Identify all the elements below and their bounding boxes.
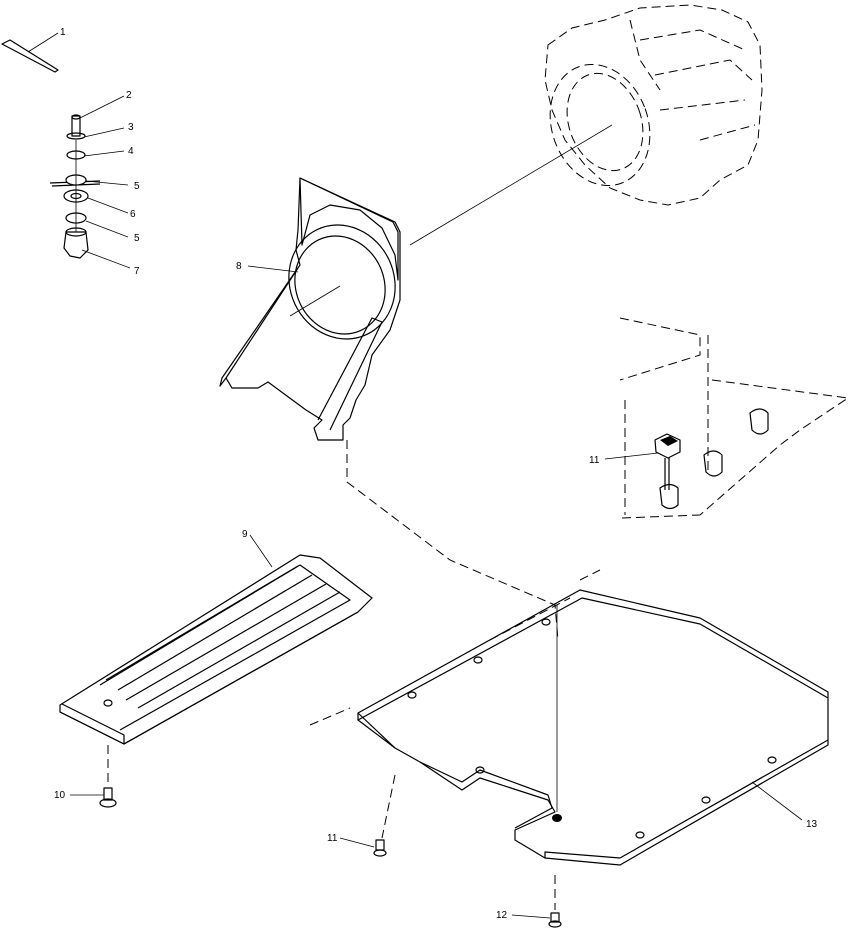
callout-1: 1 [60, 27, 66, 38]
callout-7: 7 [134, 266, 140, 277]
callout-10: 10 [54, 790, 66, 801]
stud [71, 115, 81, 137]
callout-9: 9 [242, 529, 248, 540]
callout-11-second: 11 [327, 833, 338, 844]
screw [373, 774, 396, 857]
washer [66, 132, 86, 140]
callout-12: 12 [496, 910, 508, 921]
bumper [703, 450, 723, 477]
callout-5-second: 5 [134, 233, 140, 244]
engine-housing [544, 4, 763, 206]
screw [548, 875, 562, 928]
hardware-stack [1, 39, 101, 259]
callout-5: 5 [134, 181, 140, 192]
screw [99, 787, 117, 808]
assembly-line [346, 440, 559, 641]
cable-tie [1, 39, 59, 73]
callout-13: 13 [806, 819, 818, 830]
step-plate [59, 554, 373, 745]
callout-numbers: 1 2 3 4 5 6 5 7 8 9 10 11 11 12 13 [54, 27, 818, 921]
callout-2: 2 [126, 90, 132, 101]
bumper [749, 408, 769, 435]
storage-box-outline [309, 317, 849, 726]
air-shroud [219, 177, 401, 441]
assembly-line [409, 124, 613, 246]
callout-11: 11 [589, 455, 600, 466]
callout-4: 4 [128, 146, 134, 157]
bumper [659, 483, 679, 510]
callout-3: 3 [128, 122, 134, 133]
skid-plate [357, 589, 829, 866]
callout-8: 8 [236, 261, 242, 272]
leader-lines [27, 32, 803, 919]
fastener [654, 433, 681, 490]
callout-6: 6 [130, 209, 136, 220]
